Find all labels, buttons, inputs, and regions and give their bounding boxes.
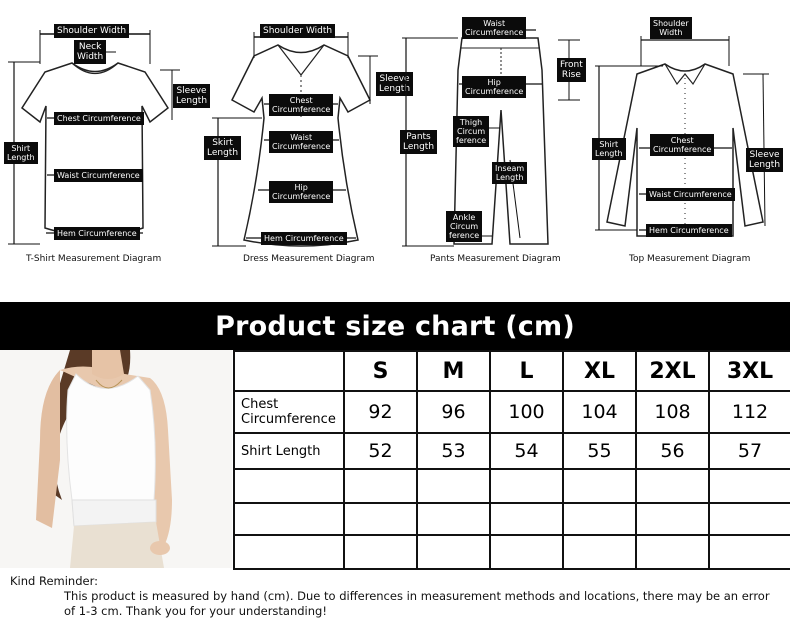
table-cell xyxy=(416,468,491,504)
table-cell xyxy=(635,534,710,570)
top-diagram: Shoulder Width Chest Circumference Shirt… xyxy=(592,0,790,290)
size-header: S xyxy=(343,350,418,392)
thigh-circumference-label: Thigh Circum ference xyxy=(453,116,490,147)
skirt-length-label: Skirt Length xyxy=(204,136,242,160)
size-table: S M L XL 2XL 3XL Chest Circumference 92 … xyxy=(233,350,790,570)
front-rise-label: Front Rise xyxy=(557,58,586,82)
chest-circumference-label: Chest Circumference xyxy=(650,134,715,156)
table-cell: 57 xyxy=(708,432,790,470)
pants-diagram: Waist Circumference Front Rise Hip Circu… xyxy=(398,0,593,290)
hem-circumference-label: Hem Circumference xyxy=(261,232,347,245)
reminder-text: This product is measured by hand (cm). D… xyxy=(64,589,770,618)
sleeve-length-label: Sleeve Length xyxy=(376,72,414,96)
ankle-circumference-label: Ankle Circum ference xyxy=(446,211,483,242)
table-cell: 100 xyxy=(489,390,564,434)
waist-circumference-label: Waist Circumference xyxy=(462,17,527,39)
dress-diagram: Shoulder Width Sleeve Length Chest Circu… xyxy=(198,0,414,290)
product-model-photo xyxy=(0,350,232,568)
table-cell xyxy=(343,468,418,504)
shoulder-width-label: Shoulder Width xyxy=(54,24,130,38)
reminder-heading: Kind Reminder: xyxy=(10,574,98,588)
tshirt-caption: T-Shirt Measurement Diagram xyxy=(26,254,162,264)
table-cell xyxy=(562,468,637,504)
table-header-row: S M L XL 2XL 3XL xyxy=(233,350,790,392)
size-header: XL xyxy=(562,350,637,392)
row-label xyxy=(233,534,345,570)
table-row xyxy=(233,468,790,504)
table-cell xyxy=(562,534,637,570)
table-cell: 112 xyxy=(708,390,790,434)
table-cell: 56 xyxy=(635,432,710,470)
table-cell: 53 xyxy=(416,432,491,470)
shirt-length-label: Shirt Length xyxy=(592,138,626,160)
inseam-length-label: Inseam Length xyxy=(492,162,528,184)
chest-circumference-label: Chest Circumference xyxy=(269,94,334,116)
dress-caption: Dress Measurement Diagram xyxy=(243,254,375,264)
hip-circumference-label: Hip Circumference xyxy=(269,181,334,203)
table-cell xyxy=(708,534,790,570)
top-caption: Top Measurement Diagram xyxy=(629,254,751,264)
hem-circumference-label: Hem Circumference xyxy=(54,227,140,240)
sleeve-length-label: Sleeve Length xyxy=(746,148,784,172)
table-cell: 52 xyxy=(343,432,418,470)
table-row: Chest Circumference 92 96 100 104 108 11… xyxy=(233,390,790,434)
table-cell xyxy=(708,468,790,504)
neck-width-label: Neck Width xyxy=(74,40,107,64)
pants-caption: Pants Measurement Diagram xyxy=(430,254,561,264)
table-cell: 92 xyxy=(343,390,418,434)
chest-circumference-label: Chest Circumference xyxy=(54,112,144,125)
table-cell xyxy=(562,502,637,536)
table-cell xyxy=(635,468,710,504)
table-cell xyxy=(343,502,418,536)
size-header: 2XL xyxy=(635,350,710,392)
table-cell xyxy=(489,534,564,570)
size-header: M xyxy=(416,350,491,392)
table-cell xyxy=(635,502,710,536)
size-header: 3XL xyxy=(708,350,790,392)
table-cell xyxy=(708,502,790,536)
shirt-length-label: Shirt Length xyxy=(4,142,38,164)
hem-circumference-label: Hem Circumference xyxy=(646,224,732,237)
size-chart-title: Product size chart (cm) xyxy=(0,302,790,350)
size-header: L xyxy=(489,350,564,392)
table-cell: 108 xyxy=(635,390,710,434)
table-cell: 96 xyxy=(416,390,491,434)
waist-circumference-label: Waist Circumference xyxy=(269,131,334,153)
waist-circumference-label: Waist Circumference xyxy=(54,169,143,182)
row-label xyxy=(233,502,345,536)
table-cell xyxy=(489,502,564,536)
hip-circumference-label: Hip Circumference xyxy=(462,76,527,98)
row-label: Shirt Length xyxy=(233,432,345,470)
model-image xyxy=(0,350,232,568)
table-cell: 104 xyxy=(562,390,637,434)
table-row xyxy=(233,534,790,570)
row-label xyxy=(233,468,345,504)
table-row xyxy=(233,502,790,536)
shoulder-width-label: Shoulder Width xyxy=(260,24,336,38)
table-cell: 54 xyxy=(489,432,564,470)
table-cell xyxy=(416,502,491,536)
row-label: Chest Circumference xyxy=(233,390,345,434)
shoulder-width-label: Shoulder Width xyxy=(650,17,692,39)
table-corner-cell xyxy=(233,350,345,392)
table-cell xyxy=(416,534,491,570)
tshirt-diagram: Shoulder Width Neck Width Sleeve Length … xyxy=(0,0,211,290)
pants-length-label: Pants Length xyxy=(400,130,438,154)
table-cell xyxy=(343,534,418,570)
sleeve-length-label: Sleeve Length xyxy=(173,84,211,108)
table-cell: 55 xyxy=(562,432,637,470)
waist-circumference-label: Waist Circumference xyxy=(646,188,735,201)
table-row: Shirt Length 52 53 54 55 56 57 xyxy=(233,432,790,470)
table-cell xyxy=(489,468,564,504)
kind-reminder: Kind Reminder: This product is measured … xyxy=(10,574,780,619)
